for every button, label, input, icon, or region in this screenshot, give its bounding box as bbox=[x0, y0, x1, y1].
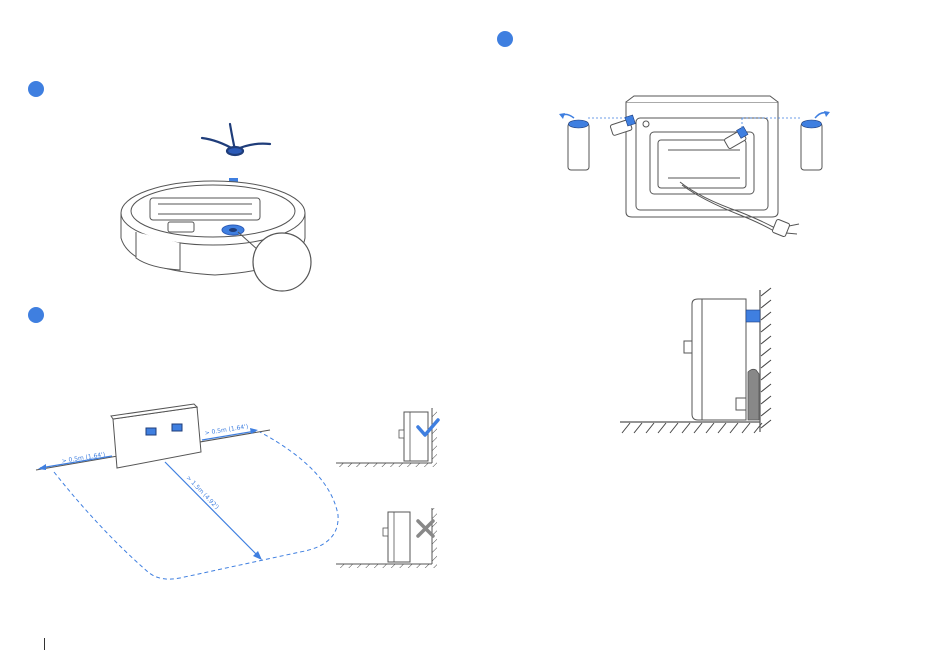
dock-side-wall-illustration bbox=[620, 288, 771, 433]
side-brush bbox=[202, 124, 270, 155]
cross-icon bbox=[418, 521, 433, 536]
wall-plug bbox=[748, 369, 759, 420]
left-peeled-tape bbox=[559, 113, 589, 170]
dock-station bbox=[111, 404, 201, 468]
page-marker bbox=[44, 638, 45, 650]
front-dimension: > 1.5m (4.92') bbox=[165, 462, 262, 560]
dock-back-illustration bbox=[559, 96, 830, 237]
front-clearance-label: > 1.5m (4.92') bbox=[185, 475, 221, 511]
right-dimension: > 0.5m (1.64') bbox=[202, 423, 258, 440]
side-brush-illustration bbox=[121, 124, 311, 291]
correct-placement bbox=[336, 408, 438, 467]
left-clearance-label: > 0.5m (1.64') bbox=[61, 451, 105, 465]
dock-back-view bbox=[626, 96, 778, 217]
placement-illustration: > 0.5m (1.64') > 0.5m (1.64') > 1.5m (4.… bbox=[36, 404, 438, 579]
dock-side-view bbox=[684, 299, 746, 420]
left-dimension: > 0.5m (1.64') bbox=[38, 451, 112, 470]
incorrect-placement bbox=[336, 508, 437, 568]
adhesive-strip bbox=[746, 310, 760, 322]
right-peeled-tape bbox=[801, 111, 830, 170]
